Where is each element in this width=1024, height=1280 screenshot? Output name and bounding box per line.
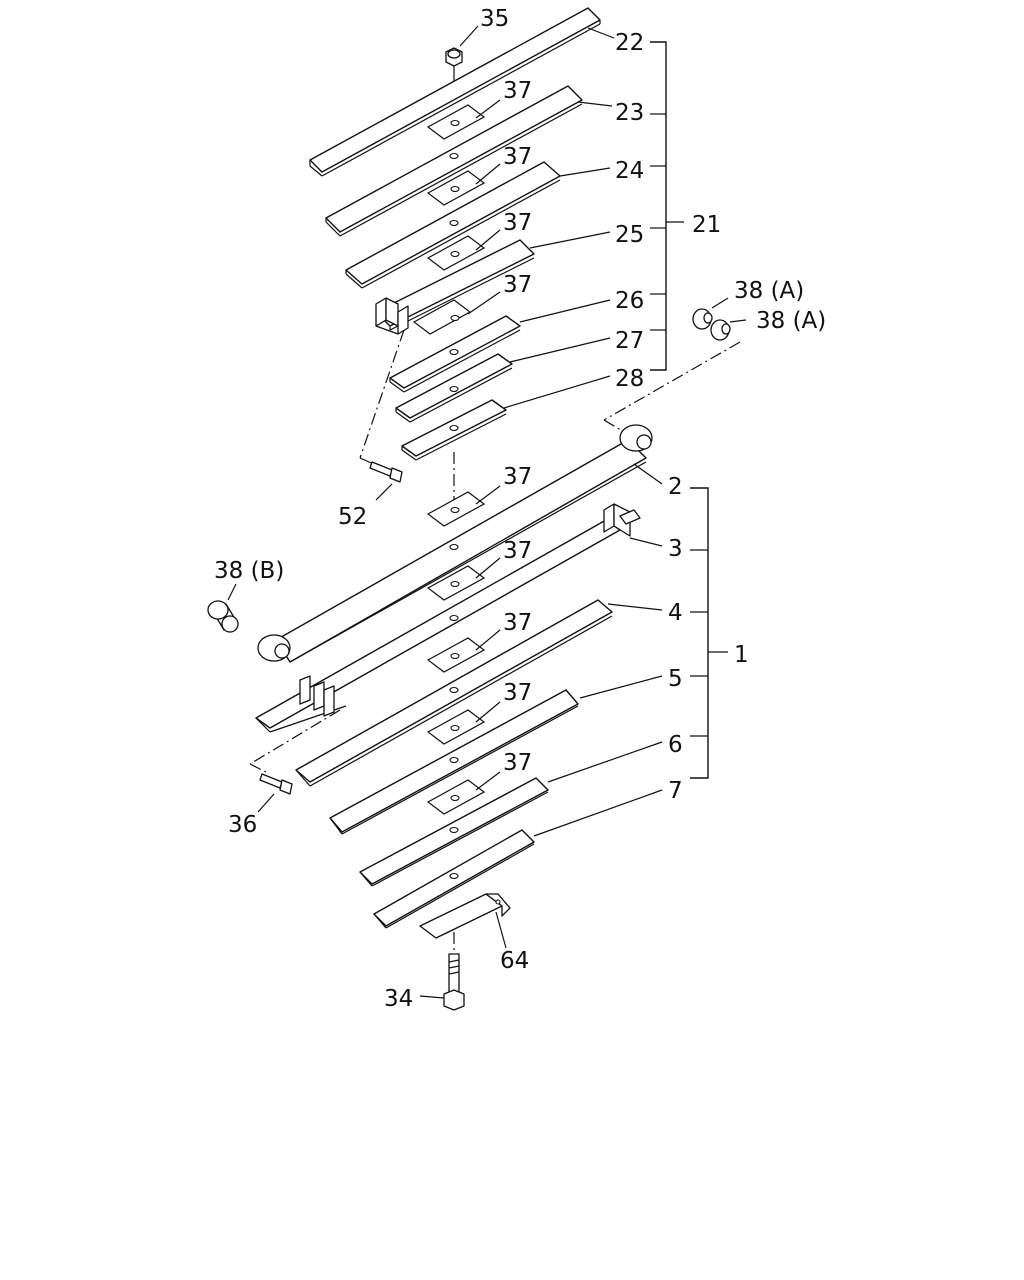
- label-22: 22: [615, 30, 644, 56]
- label-37-b: 37: [503, 144, 532, 170]
- leaf-5: [329, 689, 579, 835]
- label-37-g: 37: [503, 610, 532, 636]
- label-64: 64: [500, 948, 529, 974]
- label-3: 3: [668, 536, 683, 562]
- label-6: 6: [668, 732, 683, 758]
- leaf-27: [395, 353, 513, 423]
- leaf-4: [295, 599, 613, 787]
- leaf-25: [375, 219, 535, 331]
- leaf-22: [309, 7, 601, 177]
- bushing-38b: [207, 583, 239, 633]
- label-38a-2: 38 (A): [756, 308, 826, 334]
- bolt-36: [249, 709, 341, 813]
- labels: 35 22 37 23 37 24 21 37 25 37 26 38 (A) …: [214, 6, 826, 1012]
- label-37-d: 37: [503, 272, 532, 298]
- bushing-38a-2: [710, 319, 747, 341]
- label-37-f: 37: [503, 538, 532, 564]
- leaf-2: [257, 424, 653, 663]
- label-34: 34: [384, 986, 413, 1012]
- label-37-i: 37: [503, 750, 532, 776]
- clip-main-left: [299, 675, 335, 717]
- label-27: 27: [615, 328, 644, 354]
- bolt-34: [419, 932, 465, 1011]
- label-37-a: 37: [503, 78, 532, 104]
- bracket-64: [419, 893, 511, 949]
- clip-main-right: [603, 503, 641, 537]
- label-1: 1: [734, 642, 749, 668]
- label-36: 36: [228, 812, 257, 838]
- label-26: 26: [615, 288, 644, 314]
- label-25: 25: [615, 222, 644, 248]
- label-2: 2: [668, 474, 683, 500]
- label-5: 5: [668, 666, 683, 692]
- bolt-52: [359, 329, 405, 501]
- label-37-c: 37: [503, 210, 532, 236]
- bracket-group-21: [650, 41, 684, 371]
- leaf-6: [359, 777, 549, 887]
- leaf-28: [401, 399, 507, 461]
- label-52: 52: [338, 504, 367, 530]
- label-38a-1: 38 (A): [734, 278, 804, 304]
- label-7: 7: [668, 778, 683, 804]
- label-38b: 38 (B): [214, 558, 284, 584]
- bushing-38a-1: [692, 297, 729, 330]
- label-21: 21: [692, 212, 721, 238]
- label-37-e: 37: [503, 464, 532, 490]
- label-35: 35: [480, 6, 509, 32]
- label-4: 4: [668, 600, 683, 626]
- nut-35: [445, 47, 463, 90]
- label-28: 28: [615, 366, 644, 392]
- bracket-group-1: [690, 487, 728, 779]
- leaf-26: [389, 299, 521, 393]
- leaf-7: [373, 829, 535, 929]
- label-37-h: 37: [503, 680, 532, 706]
- label-23: 23: [615, 100, 644, 126]
- label-24: 24: [615, 158, 644, 184]
- clip-upper: [375, 297, 409, 335]
- leader-lines: [459, 25, 663, 837]
